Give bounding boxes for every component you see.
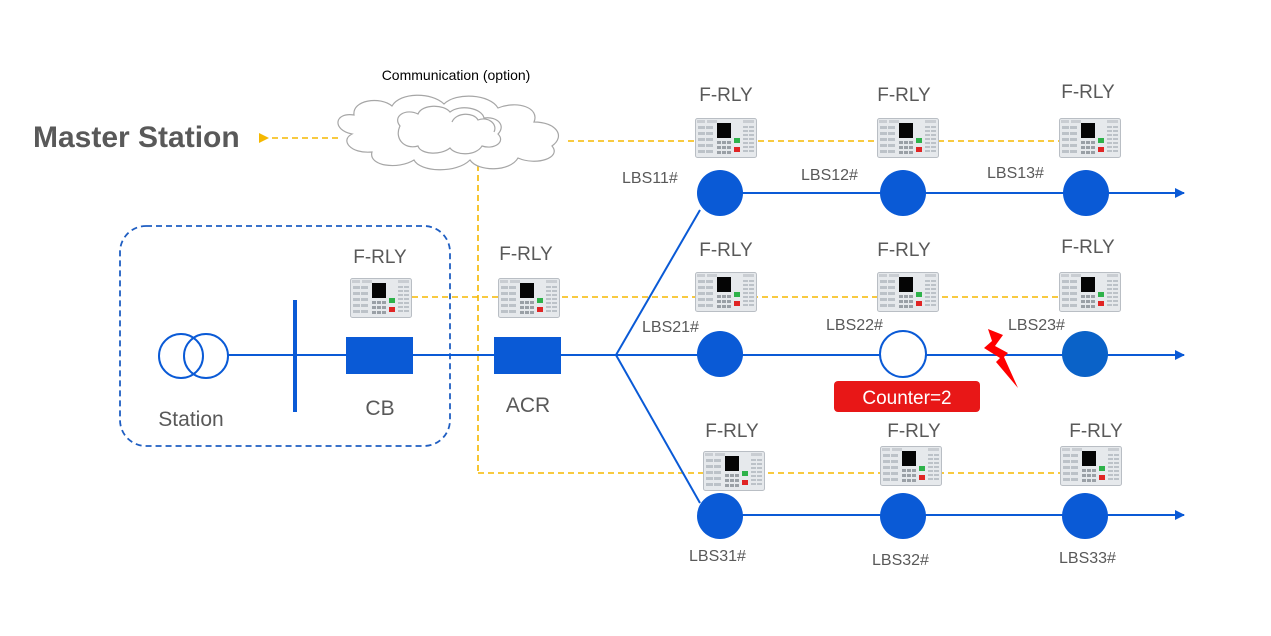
relay-label: F-RLY [699,85,753,106]
relay-device-icon [1060,446,1122,486]
relay-device-icon [1059,118,1121,158]
communication-label: Communication (option) [382,67,531,83]
counter-label: Counter=2 [862,388,951,409]
relay-label: F-RLY [499,244,553,265]
relay-label: F-RLY [699,240,753,261]
relay-device-icon [695,272,757,312]
relay-device-icon [877,272,939,312]
branch-feeder1 [615,209,701,356]
lbs-label: LBS31# [689,548,746,565]
relay-device-icon [498,278,560,318]
master-station-label: Master Station [33,121,240,154]
node-lbs32 [880,493,926,539]
node-lbs13 [1063,170,1109,216]
communication-links [259,133,1066,474]
relay-device-icon [1059,272,1121,312]
station-label: Station [158,408,223,431]
lbs-label: LBS21# [642,319,699,336]
relay-device-icon [880,446,942,486]
node-lbs12 [880,170,926,216]
lightning-fault-icon [984,329,1018,388]
lbs-label: LBS23# [1008,317,1065,334]
relay-device-icon [695,118,757,158]
lbs-label: LBS22# [826,317,883,334]
circuit-breaker [346,337,413,374]
branch-feeder3 [615,354,701,504]
relay-device-icon [350,278,412,318]
node-lbs33 [1062,493,1108,539]
node-lbs21 [697,331,743,377]
relay-label: F-RLY [353,247,407,268]
lbs-label: LBS33# [1059,550,1116,567]
lbs-label: LBS32# [872,552,929,569]
counter-badge [834,381,980,412]
transformer-icon [158,333,229,379]
relay-label: F-RLY [877,240,931,261]
station-boundary [119,225,451,447]
node-lbs22 [879,330,927,378]
lbs-label: LBS13# [987,165,1044,182]
acr-label: ACR [506,394,550,417]
relay-device-icon [703,451,765,491]
relay-label: F-RLY [1061,237,1115,258]
relay-label: F-RLY [1069,421,1123,442]
lbs-label: LBS11# [622,170,678,187]
relay-device-icon [877,118,939,158]
relay-label: F-RLY [887,421,941,442]
node-lbs31 [697,493,743,539]
relay-label: F-RLY [877,85,931,106]
cb-label: CB [365,397,394,420]
node-lbs23 [1062,331,1108,377]
switch-nodes [697,170,1109,539]
relay-label: F-RLY [1061,82,1115,103]
recloser [494,337,561,374]
cloud-icon [337,94,559,171]
relay-label: F-RLY [705,421,759,442]
node-lbs11 [697,170,743,216]
lbs-label: LBS12# [801,167,858,184]
